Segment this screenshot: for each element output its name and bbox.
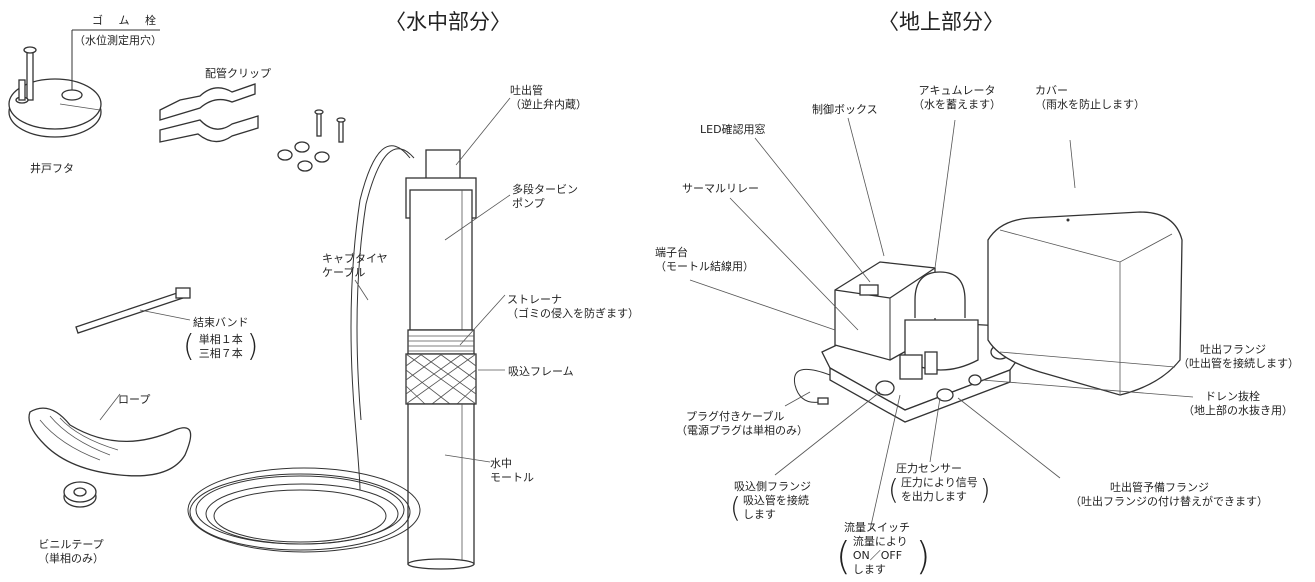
label-rubber-plug: ゴ ム 栓 [92,14,162,27]
submersible-pump-drawing [405,149,477,570]
cover-drawing [987,211,1183,396]
cable-drawing [350,145,411,491]
pipe-clip-drawing [159,83,259,143]
heading-underwater: 〈水中部分〉 [385,10,511,34]
label-pipe-clip: 配管クリップ [205,67,271,80]
label-terminal-block: 端子台 （モートル結線用） [655,246,754,273]
label-cover: カバー （雨水を防止します） [1035,84,1145,111]
label-spare-flange: 吐出管予備フランジ （吐出フランジの付け替えができます） [1070,481,1268,508]
label-flow-switch: 流量スイッチ ( 流量により ON／OFF します ) [836,521,931,578]
label-vinyl-tape: ビニルテープ （単相のみ） [38,538,104,565]
label-pressure-sensor: 圧力センサー ( 圧力により信号 を出力します ) [888,462,991,506]
label-thermal-relay: サーマルリレー [682,182,759,195]
label-control-box: 制御ボックス [812,103,878,116]
well-lid-drawing [8,46,102,138]
label-well-lid: 井戸フタ [30,162,74,175]
label-cable-tie-qty: ( 単相１本 三相７本 ) [183,329,259,364]
cable-coil-drawing [187,467,421,553]
screws-drawing [277,109,346,172]
label-led-window: LED確認用窓 [700,123,766,136]
rope-drawing [28,407,192,477]
label-suction-frame: 吸込フレーム [508,365,574,378]
label-suction-flange: 吸込側フランジ ( 吸込管を接続 します [730,480,811,524]
label-turbine-pump: 多段タービン ポンプ [512,183,578,210]
label-motor: 水中 モートル [490,457,534,484]
label-plug-cable: プラグ付きケーブル （電源プラグは単相のみ） [676,410,808,437]
label-strainer: ストレーナ （ゴミの侵入を防ぎます） [507,293,639,320]
cable-tie-drawing [75,291,184,334]
vinyl-tape-drawing [63,481,97,508]
heading-aboveground: 〈地上部分〉 [878,10,1004,34]
aboveground-unit-drawing [793,261,1042,423]
label-discharge-pipe: 吐出管 （逆止弁内蔵） [510,84,587,111]
label-accumulator: アキュムレータ （水を蓄えます） [913,84,1001,111]
label-cable-tie: 結束バンド [193,316,249,329]
label-rubber-plug-sub: （水位測定用穴） [74,34,162,47]
label-drain-plug: ドレン抜栓 （地上部の水抜き用） [1183,390,1293,417]
label-rope: ロープ [118,393,151,406]
label-discharge-flange: 吐出フランジ （吐出管を接続します） [1178,343,1299,370]
label-cabtire-cable: キャブタイヤ ケーブル [322,252,388,279]
